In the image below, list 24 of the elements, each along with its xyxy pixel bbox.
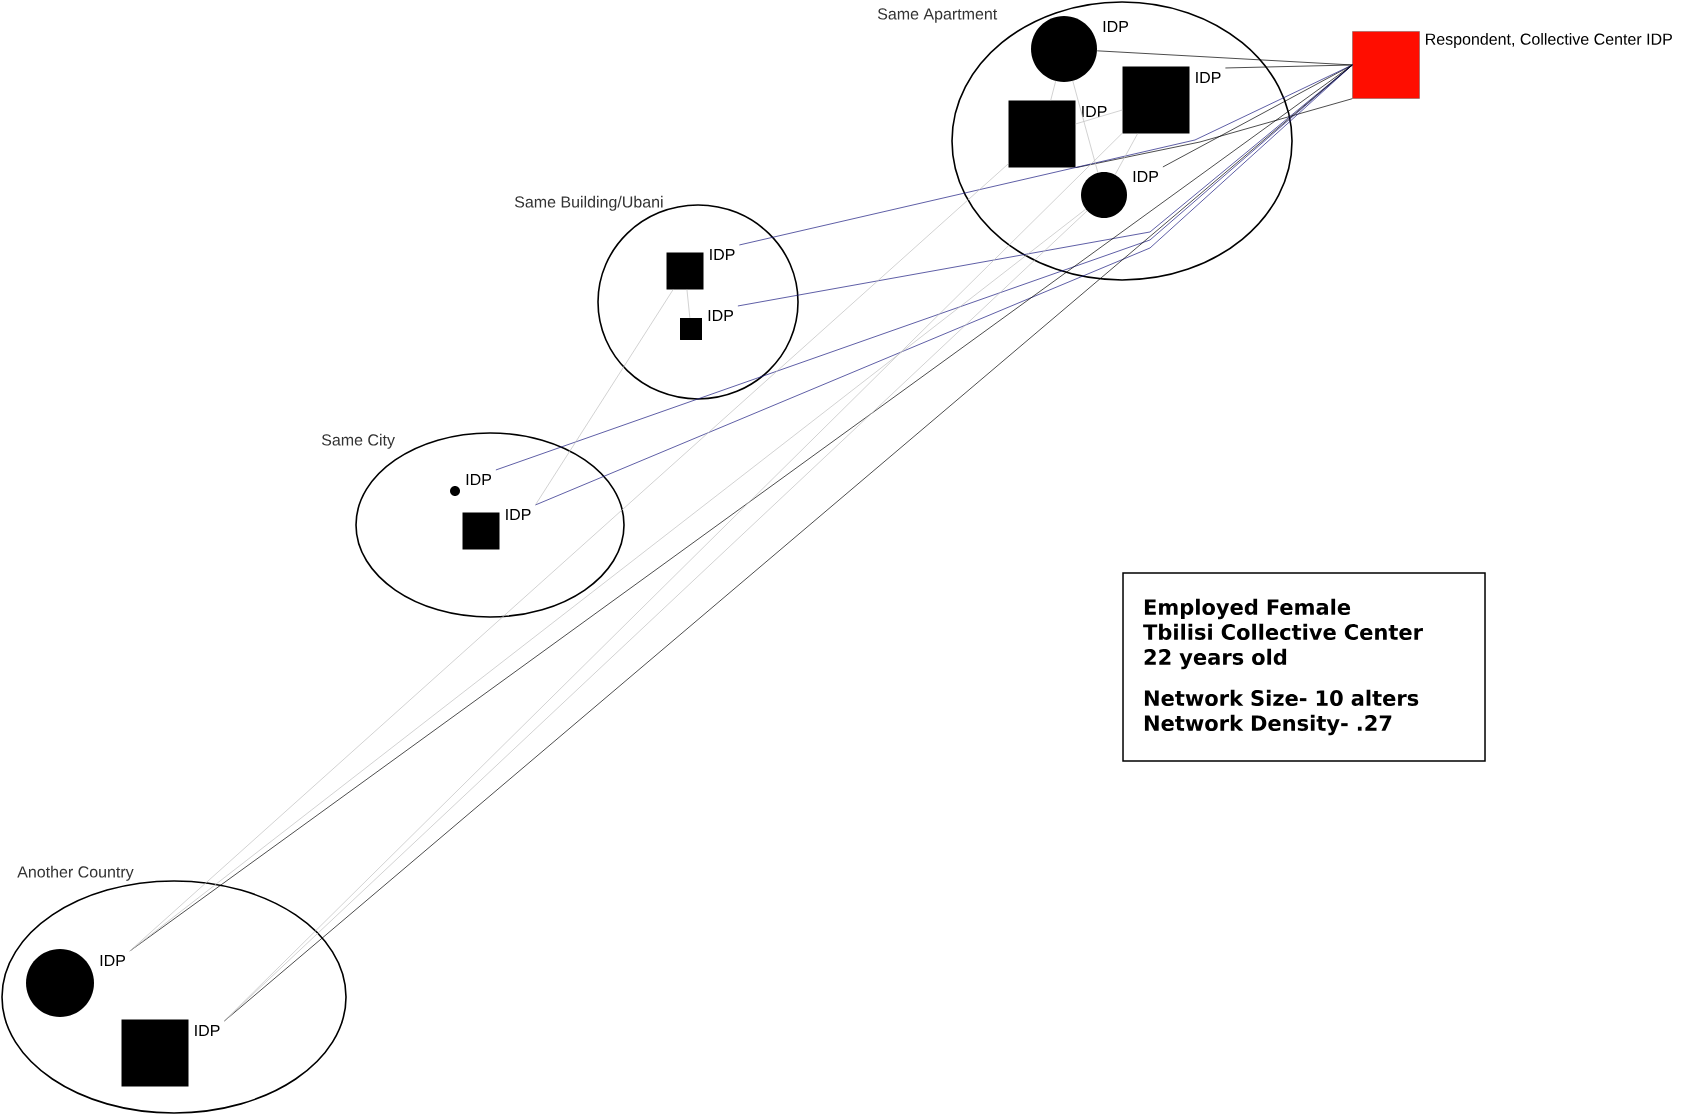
node-label: IDP bbox=[100, 954, 126, 966]
node-label: IDP bbox=[1133, 170, 1159, 182]
node-label: IDP bbox=[710, 248, 735, 260]
node-label: IDP bbox=[1196, 71, 1221, 83]
tie-line bbox=[1050, 80, 1057, 101]
node-label: IDP bbox=[466, 473, 492, 485]
tie-line bbox=[1114, 133, 1138, 175]
group-label: Same Apartment bbox=[877, 8, 998, 23]
tie-line bbox=[535, 289, 674, 506]
node-label: IDP bbox=[708, 309, 734, 321]
tie-line bbox=[1075, 98, 1353, 169]
node-label: IDP bbox=[195, 1024, 220, 1036]
group-label: Same City bbox=[321, 433, 395, 449]
node-label: Respondent, Collective Center IDP bbox=[1426, 33, 1672, 48]
node-label: IDP bbox=[1082, 105, 1107, 117]
tie-line bbox=[1075, 109, 1123, 125]
node-label: IDP bbox=[1103, 20, 1129, 32]
tie-line bbox=[1072, 80, 1099, 173]
group-label: Another Country bbox=[17, 865, 134, 881]
tie-line bbox=[686, 289, 691, 319]
group-label: Same Building/Ubani bbox=[514, 195, 663, 211]
info-box: Employed Female Tbilisi Collective Center 22 years old Network Size- 10 alters Network Density- .27 bbox=[1122, 572, 1486, 762]
node-label: IDP bbox=[506, 508, 531, 520]
tie-line bbox=[1225, 64, 1353, 69]
